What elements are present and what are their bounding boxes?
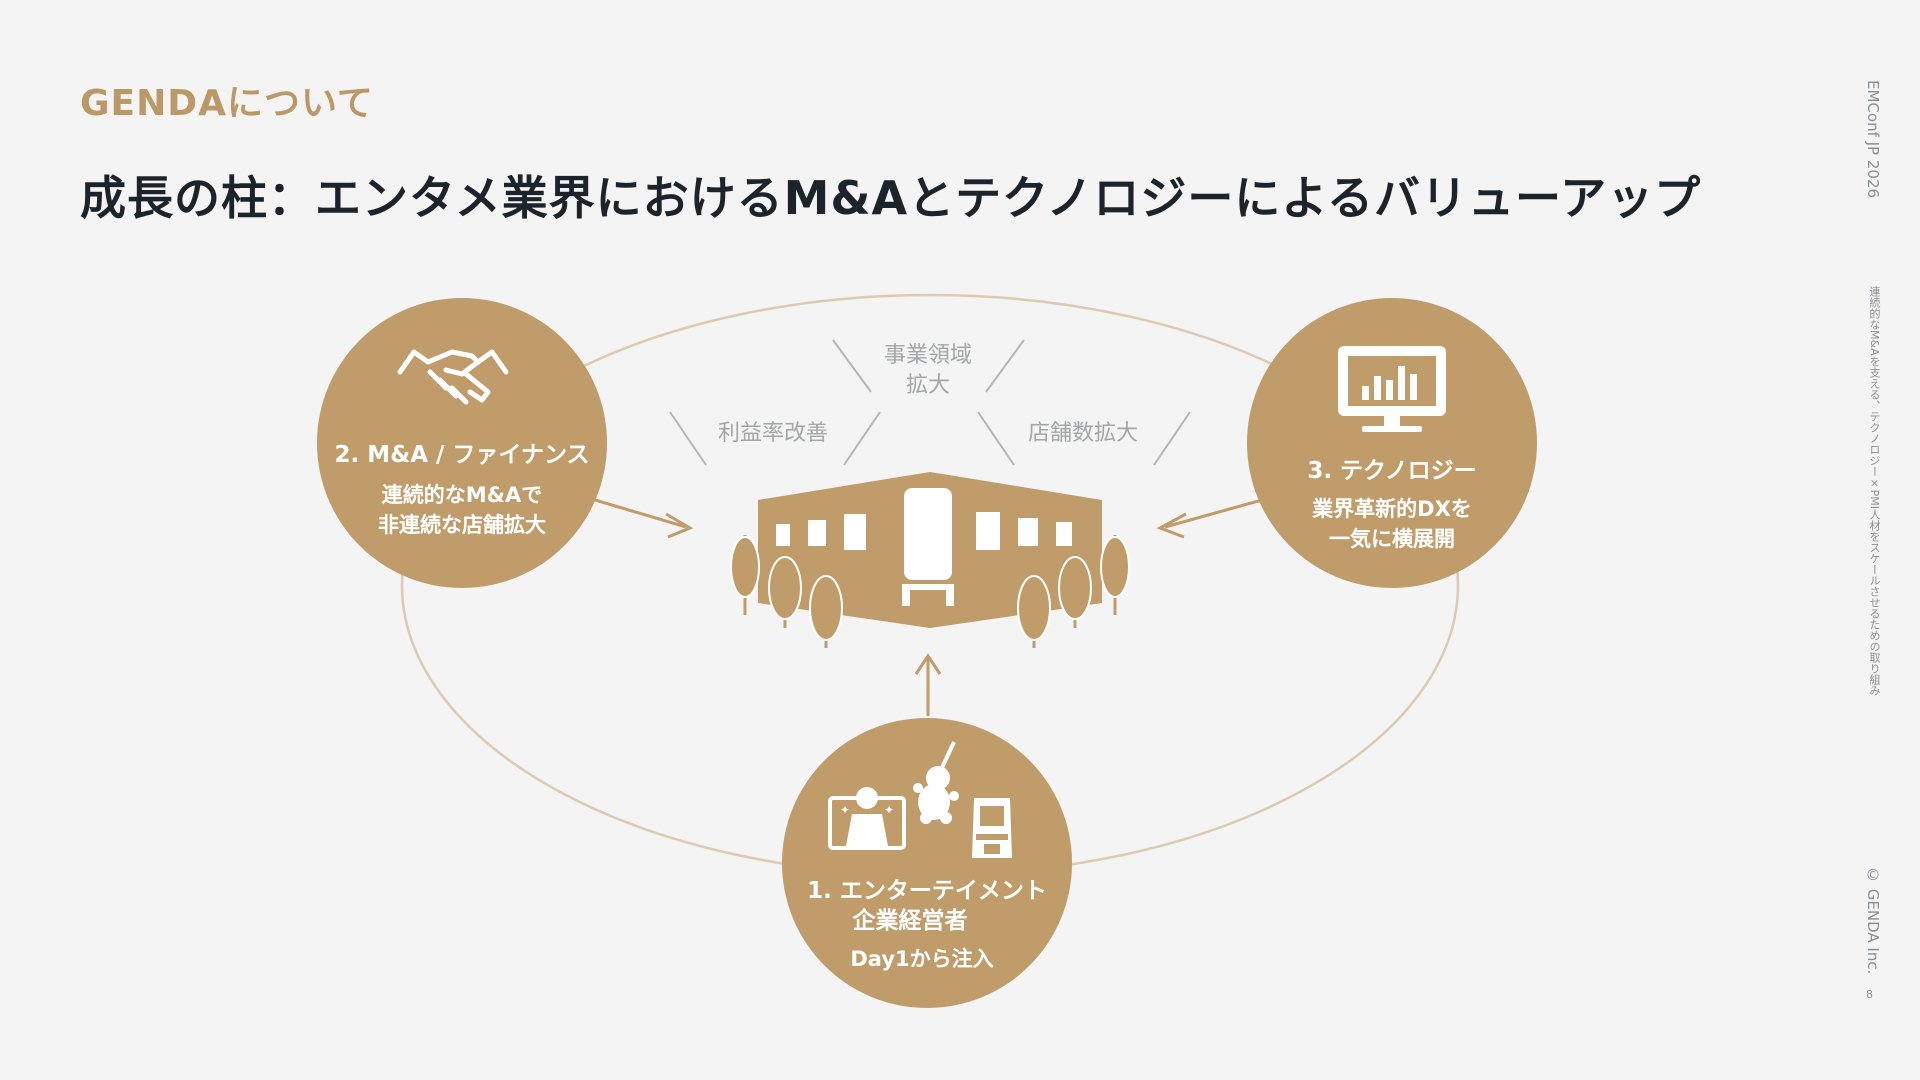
arrow-tech-to-store: [1156, 498, 1263, 539]
pillar-ma-finance: 2. M&A / ファイナンス 連続的なM&Aで 非連続な店舗拡大: [317, 298, 607, 588]
pillar-ma-title: 2. M&A / ファイナンス: [335, 442, 590, 468]
pillar-tech-title: 3. テクノロジー: [1307, 458, 1476, 484]
pillar-ent-desc: Day1から注入: [850, 947, 993, 971]
event-name: EMConf JP 2026: [1864, 80, 1882, 199]
arrow-ma-to-store: [594, 498, 694, 539]
pillar-tech-desc-line2: 一気に横展開: [1329, 527, 1455, 551]
slash-mark: [669, 411, 707, 466]
slash-mark: [843, 411, 881, 466]
monitor-chart-icon: [1338, 346, 1446, 432]
slash-mark: [832, 339, 872, 393]
talk-subtitle: 連続的なM&Aを支える、テクノロジー×PMI人材をスケールさせるための取り組み: [1868, 286, 1881, 696]
slash-mark: [977, 411, 1015, 466]
growth-label-stores: 店舗数拡大: [977, 411, 1191, 466]
storefront-icon: [730, 472, 1130, 648]
page-number: 8: [1866, 988, 1873, 1001]
cinema-screen-icon: ✦ ✦: [828, 787, 906, 850]
section-label: GENDAについて: [80, 83, 374, 124]
arcade-machine-icon: [972, 798, 1012, 858]
plush-toy-icon: [913, 741, 959, 824]
pillar-technology: 3. テクノロジー 業界革新的DXを 一気に横展開: [1247, 298, 1537, 588]
pillar-ma-desc-line1: 連続的なM&Aで: [382, 483, 542, 507]
growth-label-domain-line1: 事業領域: [884, 343, 972, 368]
growth-label-domain-line2: 拡大: [906, 373, 950, 398]
pillar-ma-desc-line2: 非連続な店舗拡大: [378, 513, 546, 537]
arrow-ent-to-store: [914, 653, 942, 716]
growth-label-domain: 事業領域 拡大: [832, 339, 1025, 398]
pillar-ent-title-line2: 企業経営者: [852, 907, 968, 934]
svg-text:✦: ✦: [840, 803, 850, 817]
pillar-entertainment: ✦ ✦ 1. エンターテイメント 企業経営者 Day1から注入: [782, 718, 1072, 1008]
copyright: © GENDA Inc.: [1864, 866, 1882, 975]
growth-label-margin-text: 利益率改善: [718, 421, 828, 446]
growth-label-stores-text: 店舗数拡大: [1028, 421, 1138, 446]
slash-mark: [985, 339, 1025, 393]
growth-label-margin: 利益率改善: [669, 411, 881, 466]
page-title: 成長の柱：エンタメ業界におけるM&Aとテクノロジーによるバリューアップ: [80, 171, 1702, 225]
handshake-icon: [397, 349, 509, 405]
pillar-ent-title-line1: 1. エンターテイメント: [807, 878, 1047, 904]
pillar-tech-desc-line1: 業界革新的DXを: [1312, 497, 1472, 521]
slash-mark: [1153, 411, 1191, 466]
svg-text:✦: ✦: [884, 803, 894, 817]
